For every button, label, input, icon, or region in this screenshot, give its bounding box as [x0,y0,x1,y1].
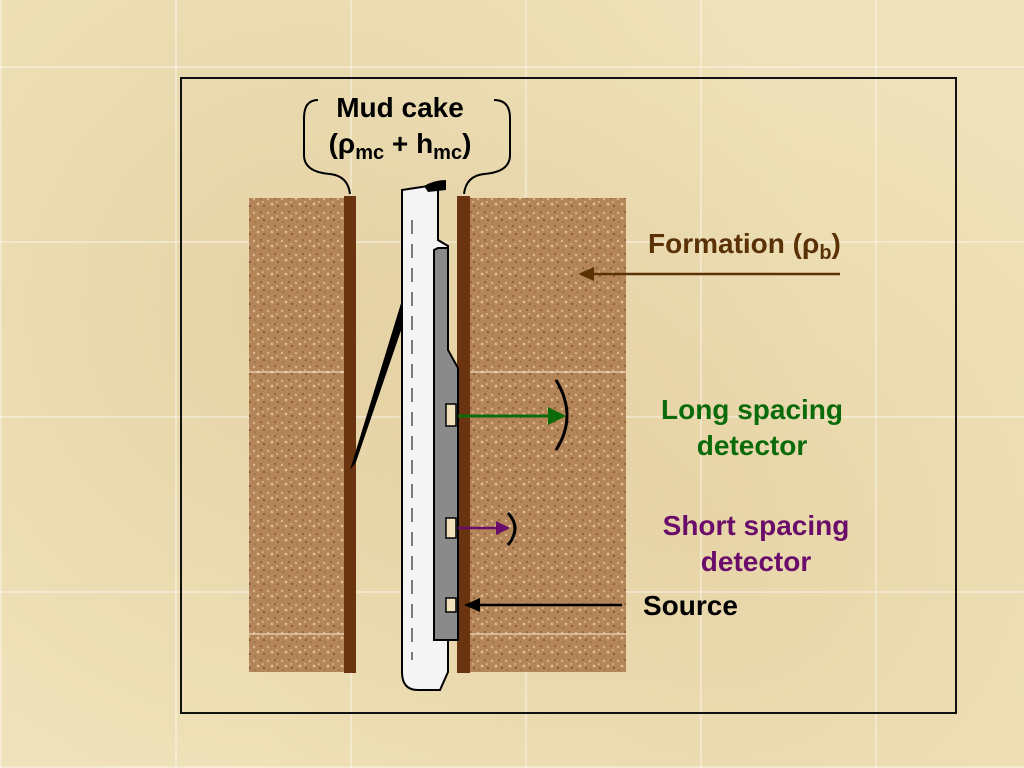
backup-arm [350,300,408,470]
mud-cake-left [344,196,356,673]
short-spacing-detector-label: Short spacing detector [662,510,850,577]
source-label: Source [643,590,738,621]
mud-cake-formula: (ρmc + hmc) [328,128,472,164]
long-spacing-detector-label: Long spacing detector [661,394,843,461]
long-detector-arc [554,379,569,451]
mud-cake-brace-right [463,99,511,195]
formation-label: Formation (ρb) [648,228,841,264]
formation-right [470,198,626,672]
short-detector-arc [506,511,517,546]
detector-pad [433,247,459,641]
mud-cake-label: Mud cake (ρmc + hmc) [300,90,500,164]
mud-cake-brace-left [303,99,351,195]
formation-left [249,198,349,672]
mud-cake-right [457,196,470,673]
mud-cake-title: Mud cake [336,92,464,123]
diagram-frame [180,77,957,714]
